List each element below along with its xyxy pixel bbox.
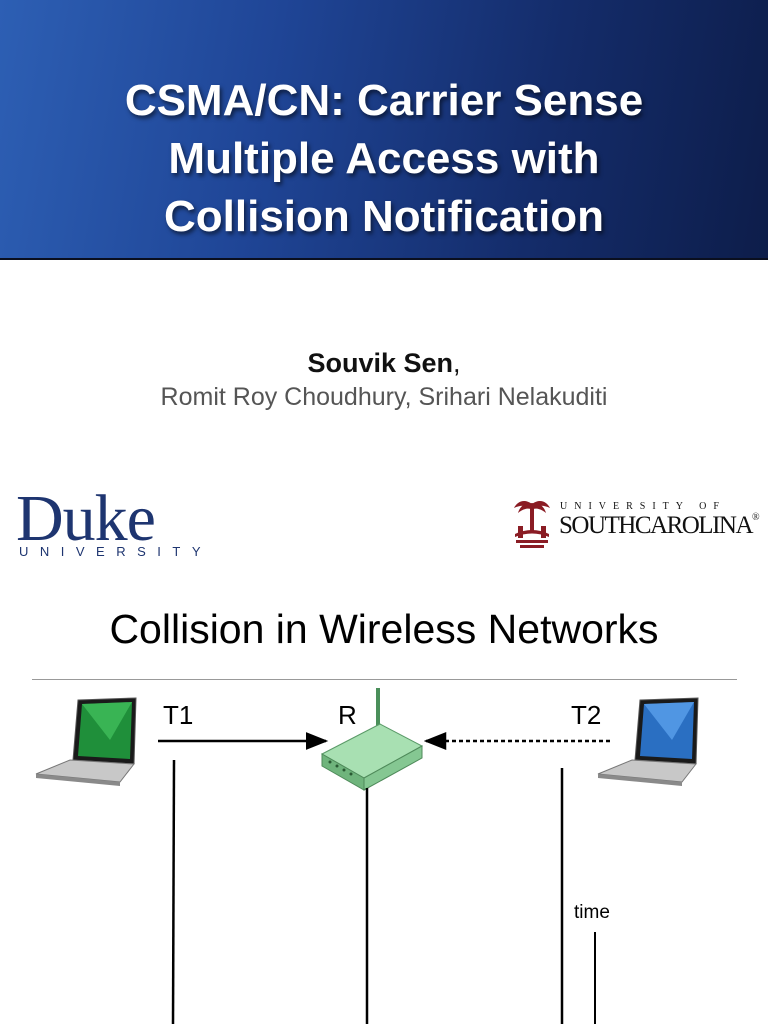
laptop-right-icon <box>597 697 699 786</box>
palmetto-seal-icon <box>514 501 550 548</box>
laptop-left-icon <box>35 697 137 786</box>
usc-logo: UNIVERSITY OF SOUTHCAROLINA® <box>512 496 762 552</box>
t1-timeline <box>171 759 176 1024</box>
duke-logo-word: Duke <box>16 482 156 555</box>
usc-logo-name: SOUTHCAROLINA <box>559 512 754 539</box>
node-label-t1: T1 <box>163 700 194 730</box>
title-line-3: Collision Notification <box>164 192 604 241</box>
slide-title: CSMA/CN: Carrier Sense Multiple Access w… <box>0 72 768 246</box>
time-axis-label: time <box>574 902 610 923</box>
title-line-2: Multiple Access with <box>168 134 600 183</box>
title-divider <box>32 679 737 680</box>
collision-timing-diagram <box>35 688 699 1024</box>
duke-university-logo: Duke UNIVERSITY <box>16 482 201 562</box>
title-banner: CSMA/CN: Carrier Sense Multiple Access w… <box>0 0 768 260</box>
registered-mark: ® <box>752 512 760 523</box>
slide2-title: Collision in Wireless Networks <box>109 606 659 652</box>
router-icon <box>320 688 424 791</box>
duke-logo-subtitle: UNIVERSITY <box>19 544 213 559</box>
usc-logo-bottom-text: SOUTHCAROLINA® <box>559 512 760 540</box>
node-label-t2: T2 <box>571 700 602 730</box>
lead-author-name: Souvik Sen <box>307 348 454 378</box>
lead-author: Souvik Sen, <box>0 348 768 379</box>
coauthors: Romit Roy Choudhury, Srihari Nelakuditi <box>160 383 608 411</box>
title-line-1: CSMA/CN: Carrier Sense <box>124 76 644 125</box>
node-label-r: R <box>338 700 357 730</box>
lead-author-comma: , <box>453 348 461 378</box>
usc-logo-top-text: UNIVERSITY OF <box>560 501 726 512</box>
